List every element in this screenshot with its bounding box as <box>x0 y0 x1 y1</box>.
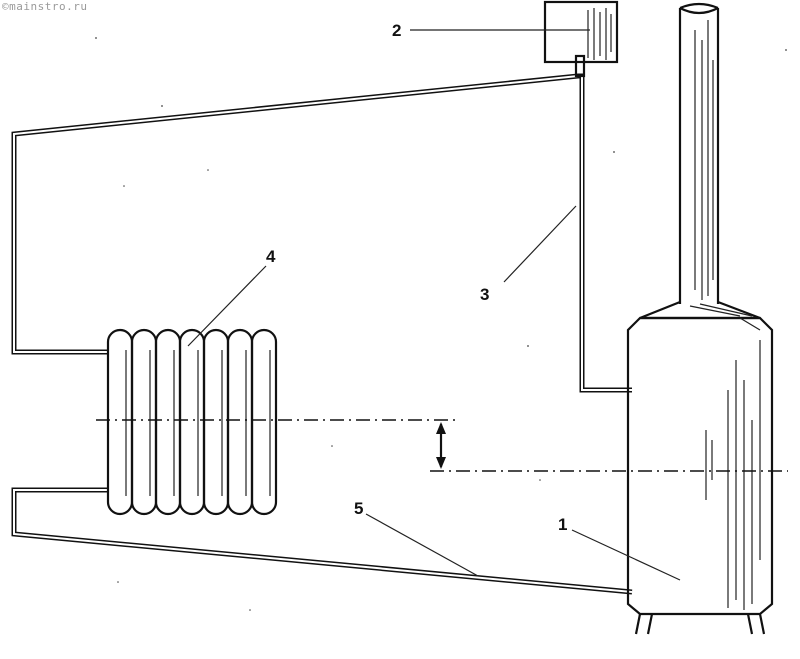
radiator <box>106 328 278 516</box>
leader-lines <box>187 29 681 581</box>
watermark: ©mainstro.ru <box>2 0 88 13</box>
label-4: 4 <box>266 247 276 266</box>
scan-specks <box>95 37 787 611</box>
return-pipe <box>11 487 633 595</box>
label-2: 2 <box>392 21 401 40</box>
label-5: 5 <box>354 499 363 518</box>
boiler <box>626 316 774 635</box>
label-3: 3 <box>480 285 489 304</box>
supply-pipe <box>11 73 632 393</box>
label-1: 1 <box>558 515 567 534</box>
center-lines <box>96 419 788 472</box>
expansion-tank <box>543 0 619 78</box>
height-dimension-arrow <box>436 422 446 469</box>
chimney <box>639 2 761 320</box>
